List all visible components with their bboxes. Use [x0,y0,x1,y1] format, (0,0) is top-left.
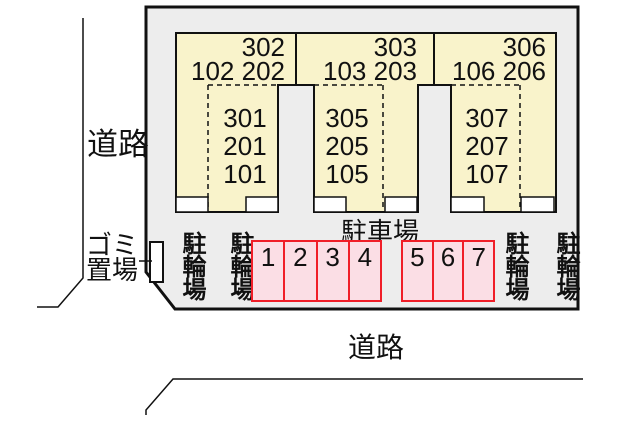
parking-space-number: 2 [293,242,308,272]
building-2-lower-units: 305 205 105 [325,103,369,189]
dashed-unit-lines [207,84,521,212]
parking-space-number: 6 [440,242,456,272]
bicycle-parking-label-3: 駐輪場 [501,231,528,300]
road-edge-bottom [145,378,583,415]
parking-space-number: 3 [325,242,340,272]
parking-space-6: 6 [431,240,465,302]
road-edge-left [37,18,84,308]
bicycle-parking-label-4: 駐輪場 [552,231,579,300]
parking-group-b: 5 6 7 [401,240,496,302]
garbage-area-label: ゴミ 置場 [85,230,138,285]
road-label-left: 道路 [87,127,149,162]
building-3-lower-units: 307 207 107 [465,103,509,189]
road-label-bottom: 道路 [347,332,404,363]
building-2-upper-units: 303 103 203 [323,32,417,86]
parking-space-2: 2 [283,240,318,302]
parking-space-number: 1 [260,242,276,272]
parking-space-number: 4 [357,242,373,272]
parking-space-number: 5 [410,242,425,272]
parking-space-5: 5 [401,240,434,302]
parking-group-a: 1 2 3 4 [251,240,382,302]
bicycle-parking-label-1: 駐輪場 [178,231,205,300]
parking-space-3: 3 [315,240,350,302]
parking-space-4: 4 [347,240,382,302]
entrance-notches [175,196,555,213]
building-1-upper-units: 302 102 202 [191,32,285,86]
bicycle-parking-label-2: 駐輪場 [226,231,253,300]
parking-space-number: 7 [471,242,486,272]
garbage-box [149,241,164,283]
building-3-upper-units: 306 106 206 [452,32,546,86]
parking-space-1: 1 [251,240,286,302]
parking-space-7: 7 [462,240,496,302]
building-1-lower-units: 301 201 101 [223,103,267,189]
